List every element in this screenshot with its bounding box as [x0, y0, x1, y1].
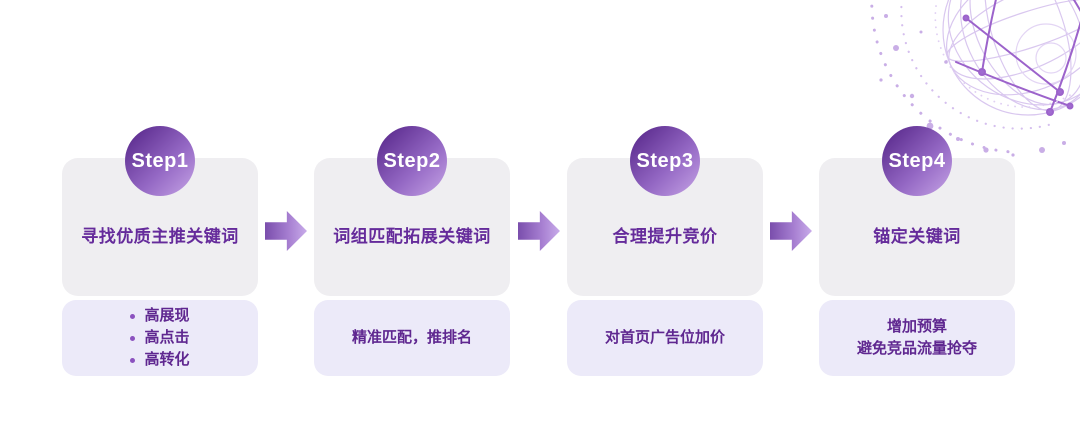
step-1-column: Step1 寻找优质主推关键词 高展现 高点击 高转化 — [62, 126, 258, 376]
step-1-title: 寻找优质主推关键词 — [81, 226, 239, 246]
step-3-column: Step3 合理提升竞价 对首页广告位加价 — [567, 126, 763, 376]
step-3-title: 合理提升竞价 — [612, 226, 718, 246]
step-1-bullet-list: 高展现 高点击 高转化 — [130, 305, 190, 371]
step-1-detail-3: 高转化 — [144, 351, 190, 368]
step-1-detail-box: 高展现 高点击 高转化 — [62, 300, 258, 376]
arrow-right-icon — [518, 211, 560, 251]
step-4-title: 锚定关键词 — [873, 226, 961, 246]
step-2-badge-label: Step2 — [383, 149, 441, 172]
step-2-column: Step2 词组匹配拓展关键词 精准匹配，推排名 — [314, 126, 510, 376]
list-item: 高展现 — [130, 305, 190, 327]
step-3-main-box: 合理提升竞价 — [567, 158, 763, 296]
step-3-detail: 对首页广告位加价 — [604, 329, 725, 346]
arrow-right-icon — [770, 211, 812, 251]
step-2-main-box: 词组匹配拓展关键词 — [314, 158, 510, 296]
step-2-detail-box: 精准匹配，推排名 — [314, 300, 510, 376]
step-4-detail-2: 避免竞品流量抢夺 — [856, 340, 977, 357]
step-3-detail-box: 对首页广告位加价 — [567, 300, 763, 376]
step-1-badge: Step1 — [125, 126, 195, 196]
bullet-dot-icon — [130, 357, 136, 363]
step-1-detail-2: 高点击 — [144, 329, 190, 346]
step-4-detail-box: 增加预算 避免竞品流量抢夺 — [819, 300, 1015, 376]
step-3-badge: Step3 — [630, 126, 700, 196]
step-4-column: Step4 锚定关键词 增加预算 避免竞品流量抢夺 — [819, 126, 1015, 376]
list-item: 高转化 — [130, 349, 190, 371]
step-4-detail-1: 增加预算 — [886, 318, 947, 335]
step-4-badge: Step4 — [882, 126, 952, 196]
step-4-badge-label: Step4 — [888, 149, 946, 172]
step-2-badge: Step2 — [377, 126, 447, 196]
step-1-detail-1: 高展现 — [144, 307, 190, 324]
step-1-badge-label: Step1 — [131, 149, 189, 172]
bullet-dot-icon — [130, 313, 136, 319]
step-3-badge-label: Step3 — [636, 149, 694, 172]
list-item: 高点击 — [130, 327, 190, 349]
step-2-detail: 精准匹配，推排名 — [351, 329, 472, 346]
bullet-dot-icon — [130, 335, 136, 341]
arrow-right-icon — [265, 211, 307, 251]
step-4-detail-lines: 增加预算 避免竞品流量抢夺 — [857, 316, 977, 360]
step-2-title: 词组匹配拓展关键词 — [333, 226, 491, 246]
